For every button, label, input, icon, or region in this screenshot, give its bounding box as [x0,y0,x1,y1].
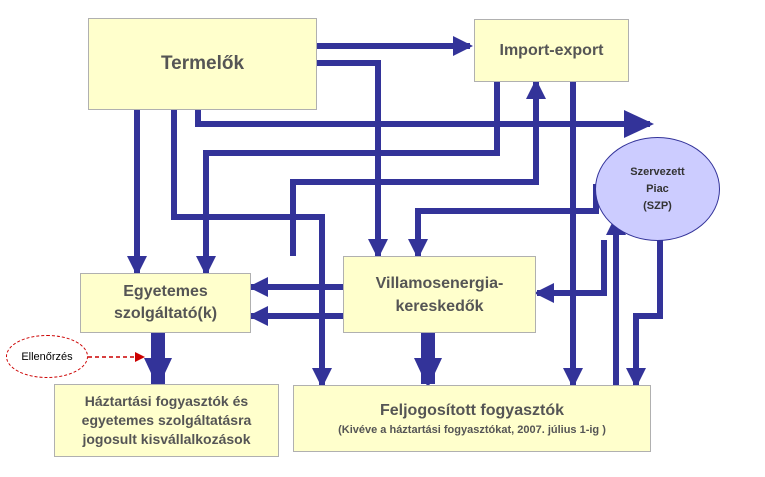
feljogositott-line2: (Kivéve a háztartási fogyasztókat, 2007.… [338,423,606,436]
kereskedok-line1: Villamosenergia- [375,274,504,292]
node-szp: Szervezett Piac (SZP) [595,137,720,241]
haztartasi-line1: Háztartási fogyasztók és [84,393,249,409]
node-egyetemes: Egyetemes szolgáltató(k) [80,273,251,333]
haztartasi-line2: egyetemes szolgáltatásra [81,412,252,428]
termelok-label: Termelők [160,53,245,74]
arrow-termelok-to-szp [195,110,654,138]
arrow-termelok-to-feljogositott [171,110,332,388]
node-termelok: Termelők [88,18,317,110]
egyetemes-line1: Egyetemes [123,283,208,300]
arrow-termelok-to-kereskedok [317,60,388,259]
arrow-szp-to-kereskedok-side [534,240,607,303]
feljogositott-line1: Feljogosított fogyasztók [379,401,564,419]
haztartasi-line3: jogosult kisvállalkozások [82,431,251,447]
import-export-label: Import-export [499,41,604,59]
szp-line2: Piac [646,182,669,195]
arrow-kereskedok-to-import [290,79,546,256]
arrow-szp-to-feljogositott [626,240,663,388]
node-import-export: Import-export [474,19,629,82]
kereskedok-line2: kereskedők [395,297,484,315]
node-haztartasi: Háztartási fogyasztók és egyetemes szolg… [54,384,279,457]
arrow-szp-to-kereskedok [408,184,599,259]
node-ellenorzes: Ellenőrzés [6,335,88,378]
node-feljogositott: Feljogosított fogyasztók (Kivéve a házta… [293,385,651,452]
szp-line3: (SZP) [643,199,672,212]
szp-line1: Szervezett [630,165,685,178]
egyetemes-line2: szolgáltató(k) [113,305,218,322]
node-kereskedok: Villamosenergia- kereskedők [343,256,536,333]
ellenorzes-label: Ellenőrzés [21,350,73,363]
arrow-import-to-egyetemes [196,82,500,276]
